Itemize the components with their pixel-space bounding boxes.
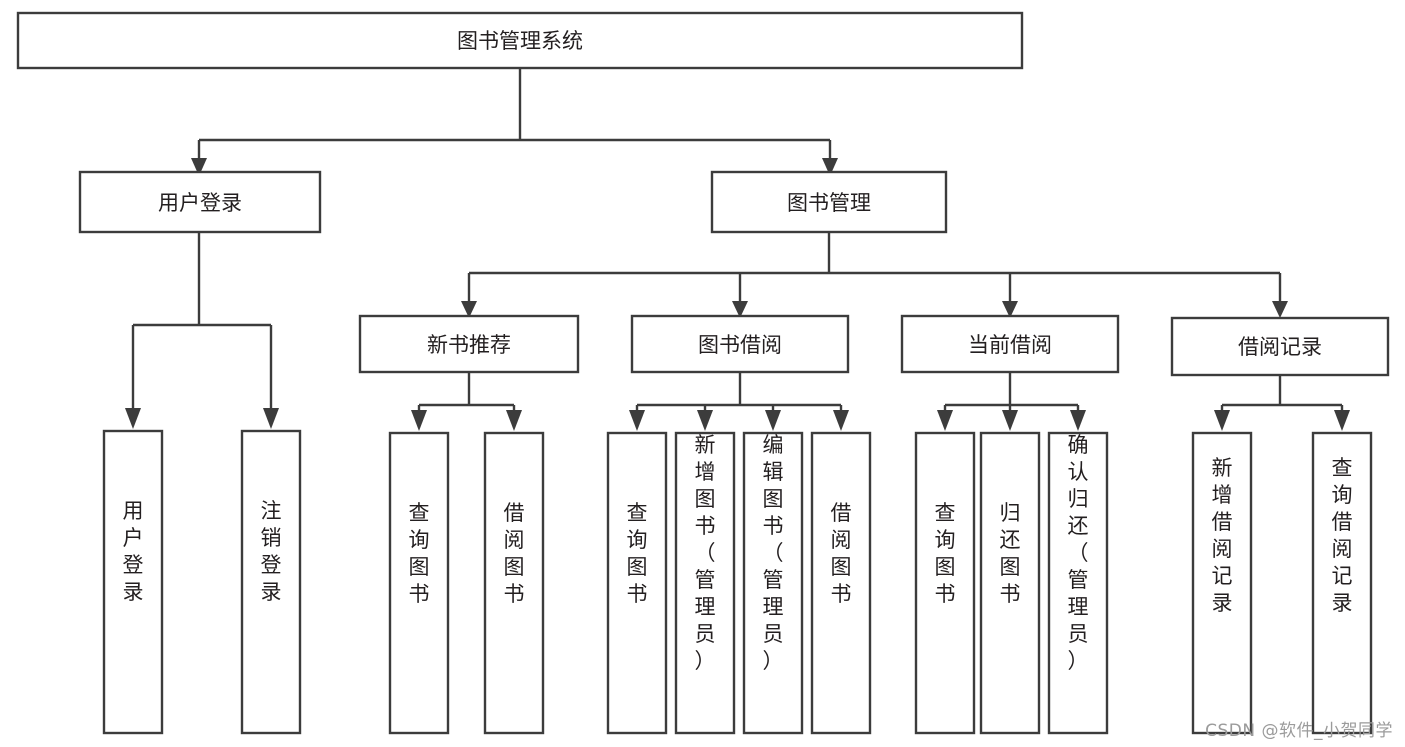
node-leaf-1[interactable]: 用户登录 — [102, 429, 164, 735]
node-leaf-7-label: 编辑图书（管理员） — [763, 433, 784, 673]
node-root-label: 图书管理系统 — [457, 29, 583, 53]
node-current-borrow-label: 当前借阅 — [968, 333, 1052, 357]
node-leaf-13-box[interactable] — [1311, 431, 1373, 735]
node-leaf-8-box[interactable] — [810, 431, 872, 735]
node-leaf-12[interactable]: 新增借阅记录 — [1191, 431, 1253, 735]
node-leaf-6-label: 新增图书（管理员） — [695, 433, 716, 673]
connector-current-borrow-trunk — [943, 372, 1080, 413]
node-leaf-9-label: 查询图书 — [935, 501, 956, 606]
node-book-manage-label: 图书管理 — [787, 191, 871, 215]
node-leaf-4-label: 借阅图书 — [504, 501, 525, 606]
node-leaf-6-box[interactable] — [674, 431, 736, 735]
arrowhead-layer — [125, 158, 1350, 431]
node-root-box[interactable] — [16, 11, 1024, 70]
node-leaf-8[interactable]: 借阅图书 — [810, 431, 872, 735]
node-leaf-10[interactable]: 归还图书 — [979, 431, 1041, 735]
node-leaf-3-box[interactable] — [388, 431, 450, 735]
node-leaf-11-box[interactable] — [1047, 431, 1109, 735]
node-new-book-rec-label: 新书推荐 — [427, 333, 511, 357]
node-new-book-rec-box[interactable] — [358, 314, 580, 374]
node-book-manage-box[interactable] — [710, 170, 948, 234]
arrow-head-icon — [629, 410, 645, 431]
connector-new-book-rec-trunk — [417, 372, 516, 413]
node-leaf-5-label: 查询图书 — [627, 501, 648, 606]
connector-book-borrow-trunk — [635, 372, 843, 413]
node-leaf-7[interactable]: 编辑图书（管理员） — [742, 431, 804, 735]
connector-layer — [131, 68, 1344, 413]
arrow-head-icon — [263, 408, 279, 429]
node-user-login-box[interactable] — [78, 170, 322, 234]
arrow-head-icon — [1070, 410, 1086, 431]
node-leaf-2-box[interactable] — [240, 429, 302, 735]
node-leaf-7-box[interactable] — [742, 431, 804, 735]
node-leaf-3[interactable]: 查询图书 — [388, 431, 450, 735]
arrow-head-icon — [1002, 410, 1018, 431]
node-borrow-record-box[interactable] — [1170, 316, 1390, 377]
node-new-book-rec[interactable]: 新书推荐 — [358, 314, 580, 374]
node-current-borrow-box[interactable] — [900, 314, 1120, 374]
node-borrow-record[interactable]: 借阅记录 — [1170, 316, 1390, 377]
node-leaf-10-box[interactable] — [979, 431, 1041, 735]
arrow-head-icon — [1334, 410, 1350, 431]
arrow-head-icon — [937, 410, 953, 431]
node-book-manage[interactable]: 图书管理 — [710, 170, 948, 234]
node-leaf-3-label: 查询图书 — [409, 501, 430, 606]
node-leaf-5-box[interactable] — [606, 431, 668, 735]
node-leaf-9-box[interactable] — [914, 431, 976, 735]
node-leaf-11-label: 确认归还（管理员） — [1068, 433, 1089, 673]
node-leaf-6[interactable]: 新增图书（管理员） — [674, 431, 736, 735]
node-leaf-13[interactable]: 查询借阅记录 — [1311, 431, 1373, 735]
connector-borrow-record-trunk — [1220, 375, 1344, 413]
arrow-head-icon — [833, 410, 849, 431]
node-leaf-10-label: 归还图书 — [1000, 501, 1021, 606]
arrow-head-icon — [1214, 410, 1230, 431]
connector-root-trunk — [197, 68, 832, 160]
leaf-node-layer: 用户登录 注销登录 查询图书 借阅图书 查询图书 新增图书（管理员） 编辑图书（… — [102, 429, 1373, 735]
node-book-borrow[interactable]: 图书借阅 — [630, 314, 850, 374]
node-leaf-4-box[interactable] — [483, 431, 545, 735]
arrow-head-icon — [506, 410, 522, 431]
node-user-login-label: 用户登录 — [158, 191, 242, 215]
arrow-head-icon — [1002, 301, 1018, 318]
arrow-head-icon — [461, 301, 477, 318]
node-leaf-9[interactable]: 查询图书 — [914, 431, 976, 735]
arrow-head-icon — [191, 158, 207, 176]
arrow-head-icon — [822, 158, 838, 176]
node-borrow-record-label: 借阅记录 — [1238, 335, 1322, 359]
node-leaf-13-label: 查询借阅记录 — [1332, 456, 1353, 615]
arrow-head-icon — [411, 410, 427, 431]
node-leaf-2-label: 注销登录 — [261, 499, 282, 604]
node-leaf-11[interactable]: 确认归还（管理员） — [1047, 431, 1109, 735]
arrow-head-icon — [1272, 301, 1288, 318]
node-leaf-12-box[interactable] — [1191, 431, 1253, 735]
node-user-login[interactable]: 用户登录 — [78, 170, 322, 234]
node-leaf-1-box[interactable] — [102, 429, 164, 735]
node-leaf-5[interactable]: 查询图书 — [606, 431, 668, 735]
connector-user-login-trunk — [131, 232, 273, 410]
arrow-head-icon — [125, 408, 141, 429]
node-root[interactable]: 图书管理系统 — [16, 11, 1024, 70]
node-leaf-12-label: 新增借阅记录 — [1212, 456, 1233, 615]
node-book-borrow-label: 图书借阅 — [698, 333, 782, 357]
node-book-borrow-box[interactable] — [630, 314, 850, 374]
node-leaf-8-label: 借阅图书 — [831, 501, 852, 606]
node-leaf-4[interactable]: 借阅图书 — [483, 431, 545, 735]
arrow-head-icon — [765, 410, 781, 431]
node-leaf-1-label: 用户登录 — [123, 499, 144, 604]
arrow-head-icon — [697, 410, 713, 431]
arrow-head-icon — [732, 301, 748, 318]
node-leaf-2[interactable]: 注销登录 — [240, 429, 302, 735]
node-current-borrow[interactable]: 当前借阅 — [900, 314, 1120, 374]
connector-book-manage-trunk — [467, 232, 1282, 303]
